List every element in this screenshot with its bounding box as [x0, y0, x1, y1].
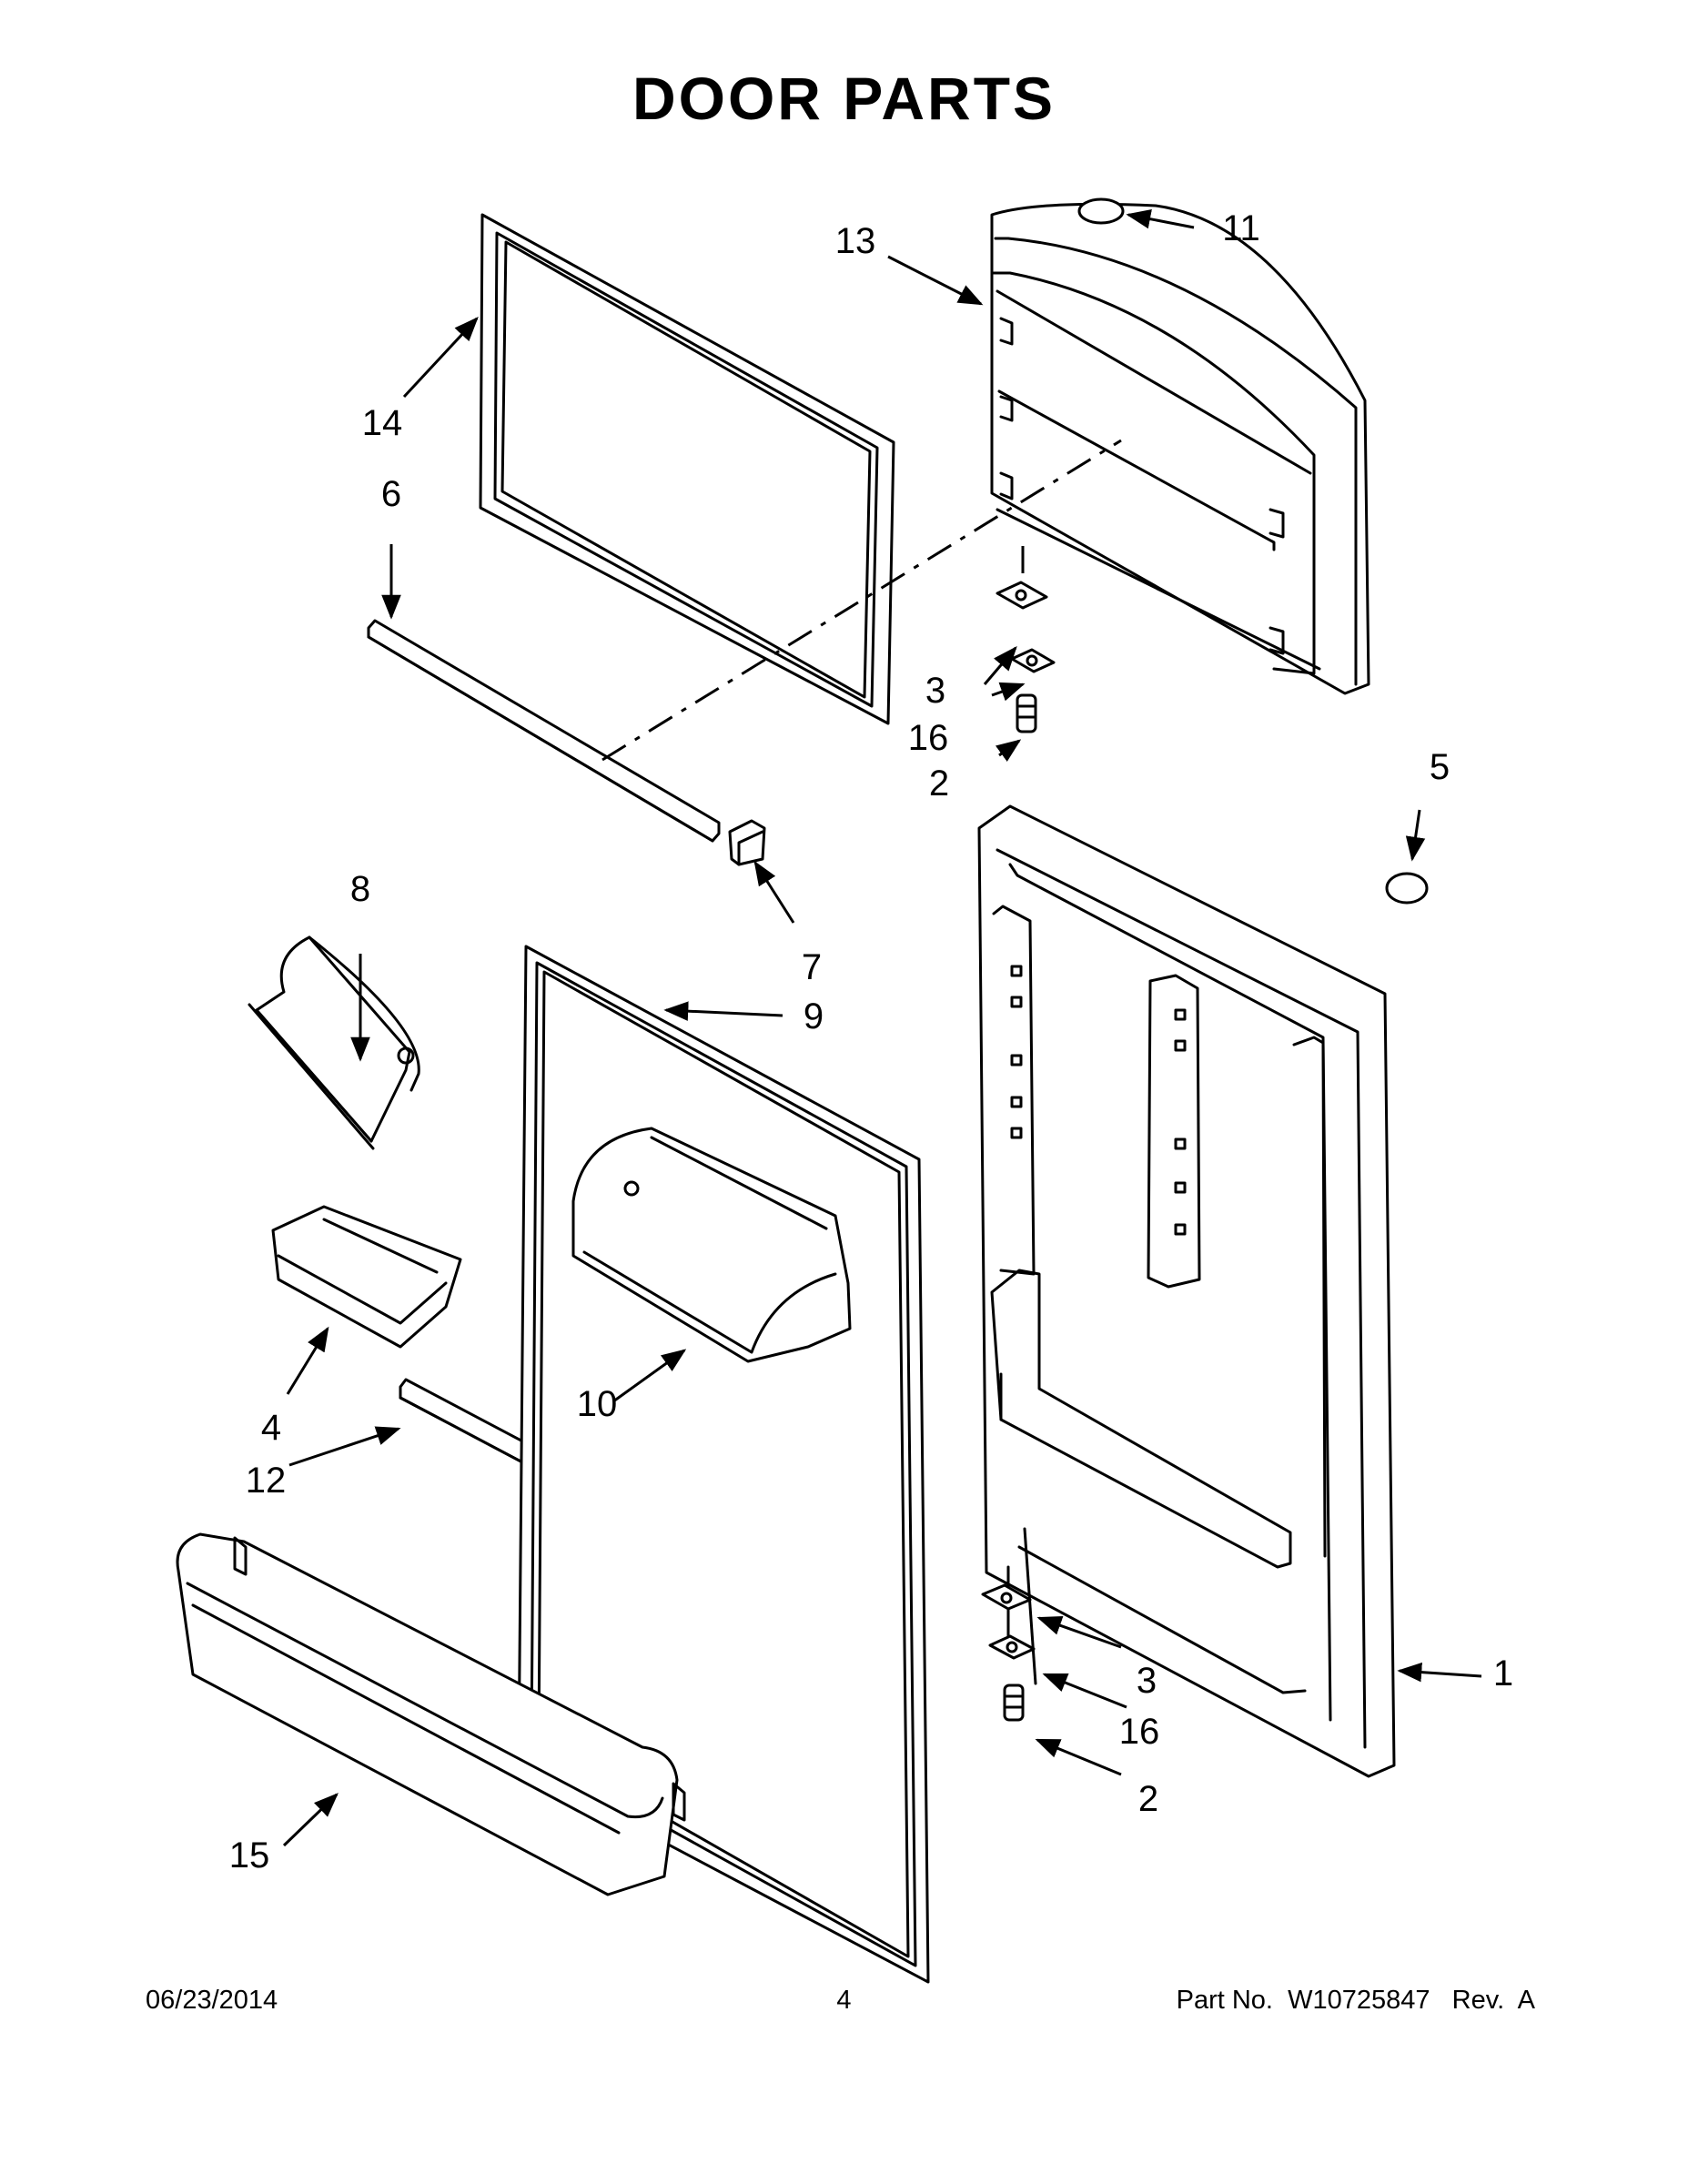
label-4: 4 — [261, 1408, 281, 1448]
label-9: 9 — [804, 996, 824, 1036]
label-16-lower: 16 — [1119, 1712, 1160, 1752]
label-13: 13 — [835, 221, 876, 261]
label-5: 5 — [1430, 747, 1450, 787]
label-12: 12 — [246, 1461, 287, 1501]
label-10: 10 — [577, 1384, 618, 1424]
label-2-lower: 2 — [1138, 1779, 1158, 1819]
part-labels: 11 13 14 6 3 16 2 5 7 8 9 10 4 12 1 3 16… — [229, 208, 1513, 1876]
upper-hinge-hardware — [996, 581, 1056, 733]
lower-hinge-hardware — [981, 1583, 1036, 1722]
freezer-door — [990, 197, 1370, 695]
page-title: DOOR PARTS — [632, 65, 1056, 132]
label-14: 14 — [362, 403, 403, 443]
label-6: 6 — [381, 474, 401, 514]
label-15: 15 — [229, 1835, 270, 1876]
alignment-lines — [601, 439, 1122, 762]
door-bin-large — [571, 1127, 852, 1363]
label-11: 11 — [1222, 208, 1260, 248]
footer-page-number: 4 — [836, 1986, 852, 2015]
dairy-compartment — [248, 935, 420, 1150]
label-3-upper: 3 — [925, 671, 945, 711]
fresh-food-door — [977, 804, 1396, 1778]
label-7: 7 — [802, 947, 822, 987]
label-16-upper: 16 — [908, 718, 949, 758]
label-3-lower: 3 — [1137, 1661, 1157, 1701]
footer-part-number: Part No. W10725847 Rev. A — [1176, 1986, 1535, 2015]
footer-date: 06/23/2014 — [146, 1986, 278, 2015]
freezer-door-gasket — [479, 213, 895, 725]
leader-arrows — [282, 209, 1482, 1847]
freezer-door-trim-strip — [367, 619, 721, 843]
label-1: 1 — [1493, 1653, 1513, 1694]
label-8: 8 — [350, 869, 370, 909]
label-2-upper: 2 — [929, 763, 949, 804]
hinge-cover-plug — [1385, 872, 1429, 905]
trim-clip — [728, 819, 766, 866]
door-bin-gallon — [176, 1532, 686, 1896]
door-bin-small — [271, 1205, 462, 1349]
